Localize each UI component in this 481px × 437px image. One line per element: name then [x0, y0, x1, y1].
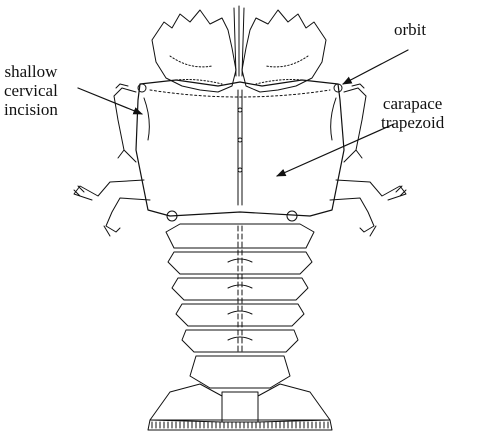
carapace-trapezoid-label: carapace trapezoid: [381, 94, 444, 132]
antennae: [152, 6, 326, 92]
shallow-cervical-incision-arrow: [78, 88, 142, 114]
carapace-trapezoid-arrow: [277, 124, 394, 176]
incision-label-line: incision: [4, 100, 58, 119]
trapezoid-label-line: trapezoid: [381, 113, 444, 132]
shallow-label-line: shallow: [4, 62, 58, 81]
tail-fan: [148, 356, 332, 430]
shallow-cervical-incision-label: shallow cervical incision: [4, 62, 58, 119]
carapace-outline: [136, 80, 344, 216]
cervical-label-line: cervical: [4, 81, 58, 100]
antennules: [234, 6, 244, 76]
carapace-label-line: carapace: [381, 94, 444, 113]
orbit-arrow: [343, 50, 408, 84]
orbit-label-line: orbit: [394, 20, 426, 39]
abdomen: [166, 211, 314, 352]
orbit-label: orbit: [394, 20, 426, 39]
